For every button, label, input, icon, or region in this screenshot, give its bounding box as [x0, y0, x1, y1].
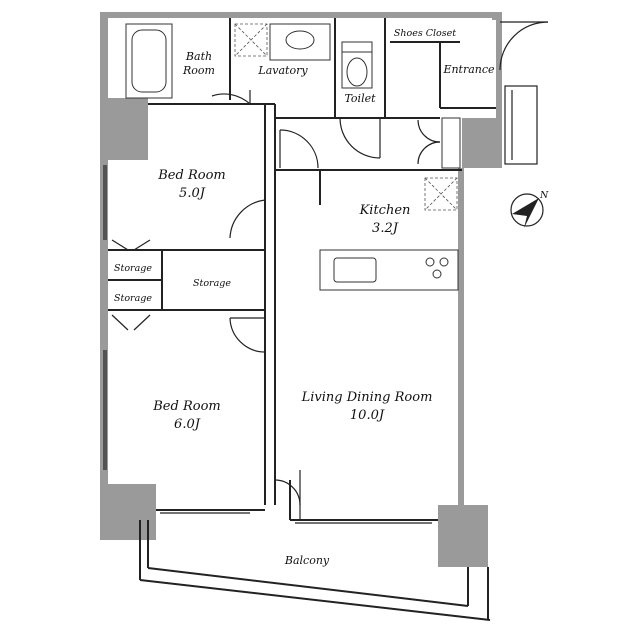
kitchen-size: 3.2J [372, 221, 399, 236]
walls [100, 12, 502, 567]
partitions [108, 18, 496, 521]
toilet-label: Toilet [344, 92, 376, 105]
bed-room-2-size: 6.0J [174, 417, 201, 432]
bed-room-1-size: 5.0J [179, 186, 206, 201]
storage-label-2: Storage [193, 278, 231, 289]
doors [111, 21, 549, 520]
north-arrow-icon: N [510, 190, 549, 228]
windows [103, 85, 538, 524]
shoes-closet-label: Shoes Closet [394, 28, 456, 39]
bed-room-1-label: Bed Room [157, 168, 225, 183]
bath-room-label: Bath [185, 50, 212, 63]
fixtures [125, 23, 461, 291]
entrance-label: Entrance [442, 63, 495, 76]
lavatory-label: Lavatory [257, 64, 308, 77]
kitchen-label: Kitchen [359, 203, 411, 218]
bed-room-2-label: Bed Room [152, 399, 220, 414]
storage-label-3: Storage [114, 293, 152, 304]
compass-label: N [539, 190, 549, 201]
storage-label-1: Storage [114, 263, 152, 274]
balcony-label: Balcony [284, 554, 330, 567]
living-dining-room-label: Living Dining Room [301, 390, 433, 405]
balcony-outline [139, 520, 491, 621]
bath-room-label-2: Room [182, 64, 215, 77]
living-dining-room-size: 10.0J [350, 408, 385, 423]
